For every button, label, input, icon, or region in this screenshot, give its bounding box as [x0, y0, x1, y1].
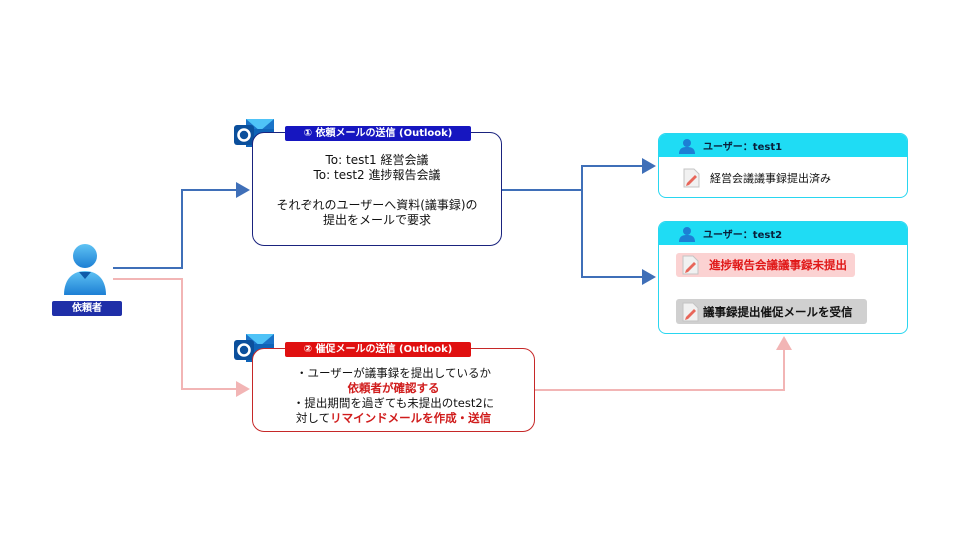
user-panel-test1: ユーザー：test1 経営会議議事録提出済み	[658, 133, 908, 198]
panel-header-test2: ユーザー：test2	[659, 222, 907, 245]
step1-request-mail-box: ① 依頼メールの送信 (Outlook) To: test1 経営会議 To: …	[252, 126, 502, 246]
user-panel-test2: ユーザー：test2 進捗報告会議議事録未提出 議事録提出催促メールを受信	[658, 221, 908, 334]
user2-status-mail: 議事録提出催促メールを受信	[703, 304, 853, 319]
document-icon	[682, 255, 699, 275]
step2-line4: 対してリマインドメールを作成・送信	[253, 411, 534, 426]
step2-line4-prefix: 対して	[295, 411, 331, 425]
flow-arrow-requester-to-step2	[113, 278, 250, 397]
step1-title: ① 依頼メールの送信 (Outlook)	[285, 126, 471, 141]
user2-header-label: ユーザー：test2	[703, 230, 783, 241]
user-icon	[64, 244, 106, 295]
step2-title: ② 催促メールの送信 (Outlook)	[285, 342, 471, 357]
flow-arrow-step2-to-user2	[535, 336, 792, 391]
user2-status-mail-row: 議事録提出催促メールを受信	[676, 299, 867, 324]
step1-line1: To: test1 経営会議	[325, 153, 429, 167]
user1-header-label: ユーザー：test1	[703, 142, 783, 153]
user-icon	[679, 226, 695, 242]
step2-reminder-mail-box: ② 催促メールの送信 (Outlook) ・ユーザーが議事録を提出しているか 依…	[252, 342, 535, 432]
step2-line4-emphasis: リマインドメールを作成・送信	[330, 411, 492, 425]
document-icon	[683, 168, 700, 188]
document-icon	[682, 302, 699, 321]
step2-line1: ・ユーザーが議事録を提出しているか	[296, 366, 491, 380]
step2-line2: 依頼者が確認する	[347, 381, 440, 395]
step1-line2: To: test2 進捗報告会議	[313, 168, 441, 182]
requester-label: 依頼者	[52, 301, 122, 316]
step2-line3: ・提出期間を過ぎても未提出のtest2に	[292, 396, 495, 410]
flow-arrow-step1-to-user2	[581, 190, 656, 285]
user1-status: 経営会議議事録提出済み	[710, 172, 831, 185]
step1-line4: 提出をメールで要求	[322, 213, 431, 227]
user2-status-missing: 進捗報告会議議事録未提出	[709, 258, 847, 272]
user-icon	[679, 138, 695, 154]
flow-arrow-step1-to-user1	[581, 158, 656, 190]
panel-header-test1: ユーザー：test1	[659, 134, 907, 157]
step1-line3: それぞれのユーザーへ資料(議事録)の	[276, 198, 478, 212]
user2-status-missing-row: 進捗報告会議議事録未提出	[676, 253, 855, 277]
flow-arrow-requester-to-step1	[113, 182, 250, 269]
user1-status-row: 経営会議議事録提出済み	[683, 168, 831, 188]
